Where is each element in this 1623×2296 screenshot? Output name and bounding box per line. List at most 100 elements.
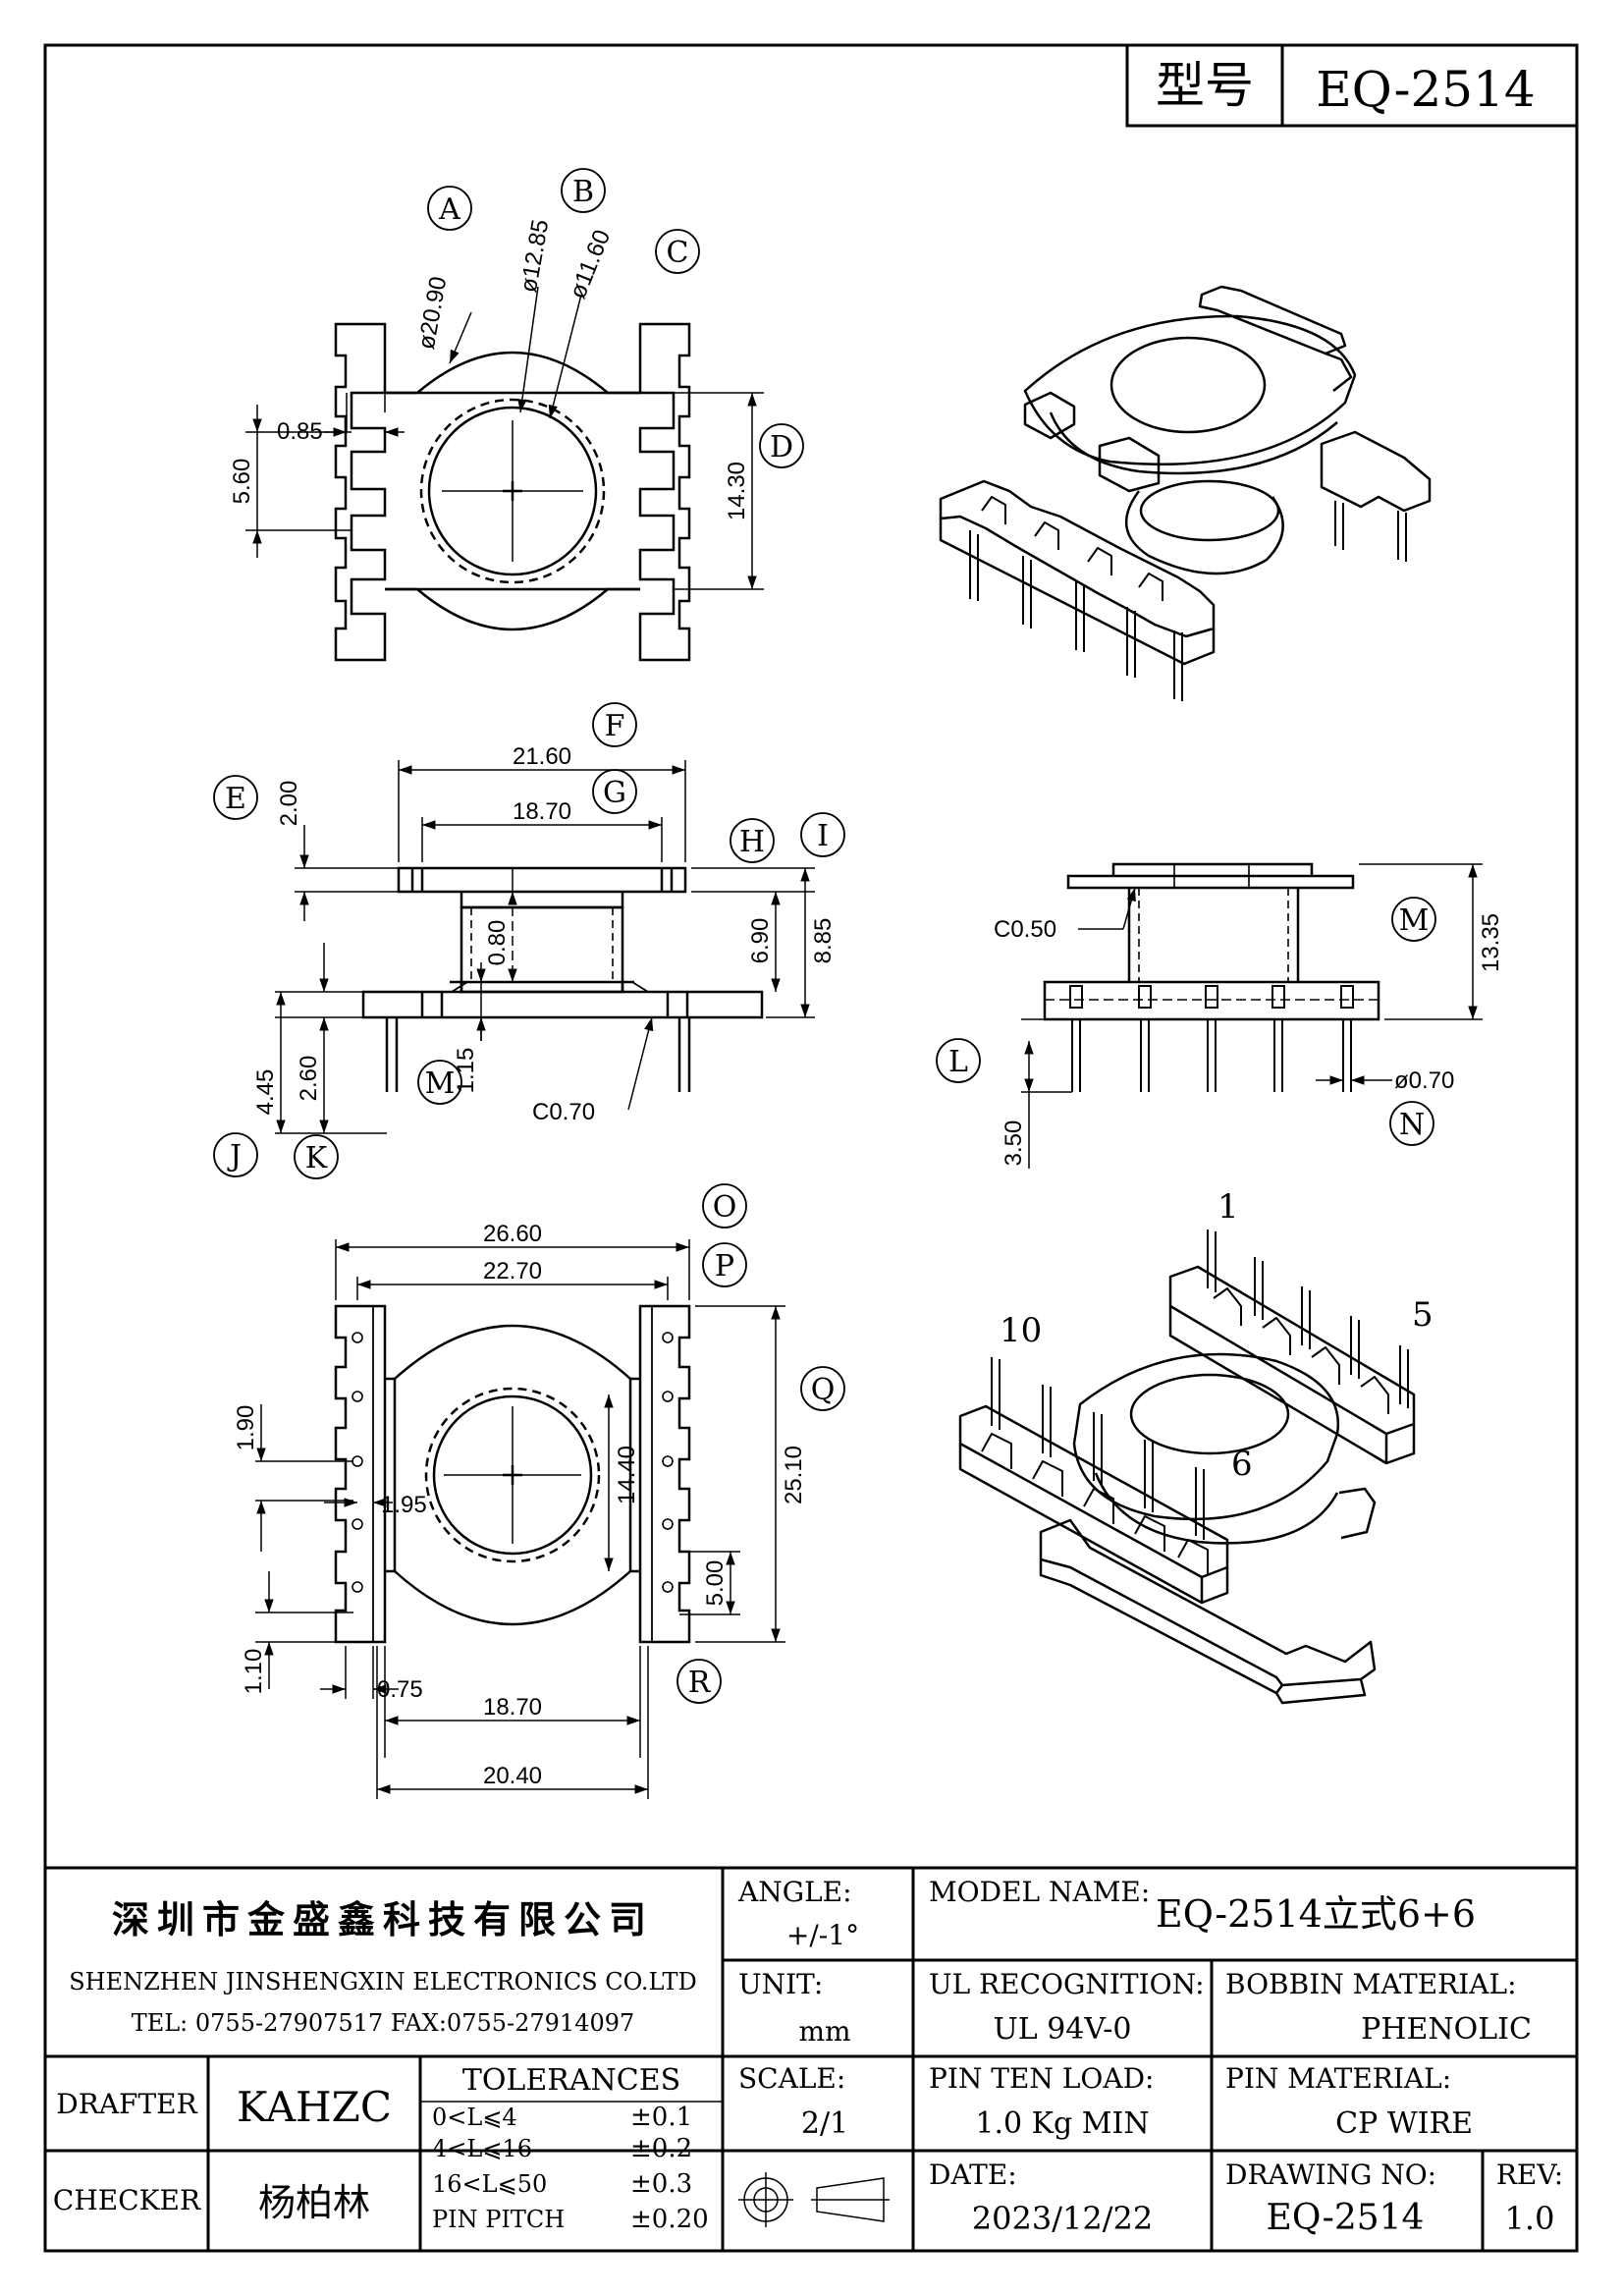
front-view xyxy=(275,760,815,1134)
callout-m-front: M xyxy=(425,1066,456,1101)
pin-material-label: PIN MATERIAL: xyxy=(1225,2062,1451,2095)
date-label: DATE: xyxy=(929,2159,1017,2191)
dim-1-15: 1.15 xyxy=(453,1048,479,1094)
callout-m-side: M xyxy=(1399,903,1430,938)
dim-13-35: 13.35 xyxy=(1478,913,1504,972)
dim-20-40: 20.40 xyxy=(483,1763,542,1789)
dim-c0-50: C0.50 xyxy=(994,916,1056,943)
callout-c: C xyxy=(667,236,689,270)
pin-label-5: 5 xyxy=(1412,1295,1434,1335)
dim-14-40: 14.40 xyxy=(614,1446,640,1504)
pin-label-6: 6 xyxy=(1231,1445,1253,1484)
callout-j: J xyxy=(227,1139,242,1174)
callout-n: N xyxy=(1399,1108,1425,1142)
dim-2-60: 2.60 xyxy=(296,1056,322,1102)
bottom-view xyxy=(255,1239,785,1799)
callout-l: L xyxy=(948,1045,968,1079)
checker-label: CHECKER xyxy=(53,2184,201,2216)
tol-value-2: ±0.2 xyxy=(630,2134,692,2163)
callout-g: G xyxy=(603,776,626,810)
callout-i: I xyxy=(817,819,829,853)
dim-phi-11-60: ø11.60 xyxy=(565,226,616,302)
dim-18-70-bottom: 18.70 xyxy=(483,1694,542,1721)
dim-0-75: 0.75 xyxy=(377,1676,423,1703)
unit-value: mm xyxy=(798,2015,850,2048)
side-view-labels: C0.50 13.35 3.50 ø0.70 xyxy=(994,913,1504,1166)
callout-d: D xyxy=(770,430,793,465)
angle-label: ANGLE: xyxy=(737,1876,852,1908)
dim-5-60: 5.60 xyxy=(229,459,255,505)
dim-5-00: 5.00 xyxy=(702,1560,729,1607)
callout-f: F xyxy=(605,709,625,743)
pin-ten-load-label: PIN TEN LOAD: xyxy=(929,2062,1154,2095)
scale-label: SCALE: xyxy=(738,2062,845,2095)
ul-value: UL 94V-0 xyxy=(993,2012,1131,2047)
company-name-en: SHENZHEN JINSHENGXIN ELECTRONICS CO.LTD xyxy=(69,1968,697,1995)
callout-r: R xyxy=(688,1666,712,1700)
title-block xyxy=(45,1866,1577,2251)
drafter-value: KAHZC xyxy=(237,2083,392,2131)
header-model-label: 型号 xyxy=(1156,57,1254,114)
tol-value-1: ±0.1 xyxy=(630,2103,692,2132)
callout-h: H xyxy=(739,825,765,859)
bobbin-material-value: PHENOLIC xyxy=(1361,2012,1532,2047)
dim-14-30: 14.30 xyxy=(724,462,750,520)
dim-4-45: 4.45 xyxy=(252,1069,279,1116)
model-name-value: EQ-2514立式6+6 xyxy=(1156,1892,1476,1936)
dim-6-90: 6.90 xyxy=(747,918,774,964)
title-block-text: 深圳市金盛鑫科技有限公司 SHENZHEN JINSHENGXIN ELECTR… xyxy=(53,1876,1563,2238)
model-name-label: MODEL NAME: xyxy=(929,1876,1150,1908)
dim-phi-0-70: ø0.70 xyxy=(1394,1067,1454,1094)
dim-26-60: 26.60 xyxy=(483,1221,542,1247)
top-view xyxy=(245,286,764,662)
pin-material-value: CP WIRE xyxy=(1335,2106,1473,2141)
tol-value-4: ±0.20 xyxy=(630,2205,709,2234)
dim-c0-70: C0.70 xyxy=(532,1099,595,1125)
dim-0-85-top: 0.85 xyxy=(277,418,323,445)
callout-q: Q xyxy=(811,1373,836,1407)
drawing-border xyxy=(43,43,1579,2253)
dim-phi-20-90: ø20.90 xyxy=(413,275,453,352)
ul-label: UL RECOGNITION: xyxy=(929,1968,1205,2000)
rev-label: REV: xyxy=(1496,2159,1563,2191)
dim-0-80: 0.80 xyxy=(484,920,511,966)
date-value: 2023/12/22 xyxy=(972,2200,1153,2237)
rev-value: 1.0 xyxy=(1505,2200,1555,2237)
tol-range-3: 16<L⩽50 xyxy=(432,2170,547,2198)
callout-k: K xyxy=(305,1141,328,1175)
dim-18-70-front: 18.70 xyxy=(513,798,571,825)
callout-b: B xyxy=(572,175,594,209)
dim-1-95: 1.95 xyxy=(381,1492,427,1518)
iso-view-top xyxy=(939,285,1432,701)
callout-a: A xyxy=(438,192,460,227)
front-view-labels: 21.60 18.70 2.00 0.80 6.90 8.85 4.45 2.6… xyxy=(252,743,837,1125)
angle-value: +/-1° xyxy=(786,1919,859,1951)
dim-1-10: 1.10 xyxy=(241,1649,267,1695)
dim-22-70: 22.70 xyxy=(483,1258,542,1285)
bobbin-material-label: BOBBIN MATERIAL: xyxy=(1225,1968,1517,2000)
tol-range-1: 0<L⩽4 xyxy=(432,2104,517,2131)
pin-label-1: 1 xyxy=(1217,1187,1239,1227)
bottom-view-labels: 26.60 22.70 1.90 1.95 14.40 25.10 5.00 1… xyxy=(233,1221,807,1789)
scale-value: 2/1 xyxy=(801,2106,848,2141)
drawing-no-value: EQ-2514 xyxy=(1267,2198,1425,2238)
tol-range-2: 4<L⩽16 xyxy=(432,2135,532,2162)
side-view xyxy=(1021,862,1483,1169)
dim-2-00: 2.00 xyxy=(276,781,302,827)
unit-label: UNIT: xyxy=(738,1968,823,2000)
callout-p: P xyxy=(715,1249,734,1284)
tolerances-label: TOLERANCES xyxy=(462,2063,680,2098)
dim-phi-12-85: ø12.85 xyxy=(515,218,555,295)
iso-view-bottom xyxy=(958,1230,1416,1705)
dim-21-60: 21.60 xyxy=(513,743,571,770)
checker-value: 杨柏林 xyxy=(258,2181,370,2224)
header-model-box: 型号 EQ-2514 xyxy=(1125,43,1579,128)
dim-1-90: 1.90 xyxy=(233,1405,259,1451)
company-name-cn: 深圳市金盛鑫科技有限公司 xyxy=(112,1897,654,1941)
top-view-callouts xyxy=(427,168,804,468)
pin-ten-load-value: 1.0 Kg MIN xyxy=(975,2106,1149,2141)
tol-value-3: ±0.3 xyxy=(630,2169,692,2199)
callout-o: O xyxy=(713,1190,737,1225)
dim-8-85: 8.85 xyxy=(810,918,837,964)
